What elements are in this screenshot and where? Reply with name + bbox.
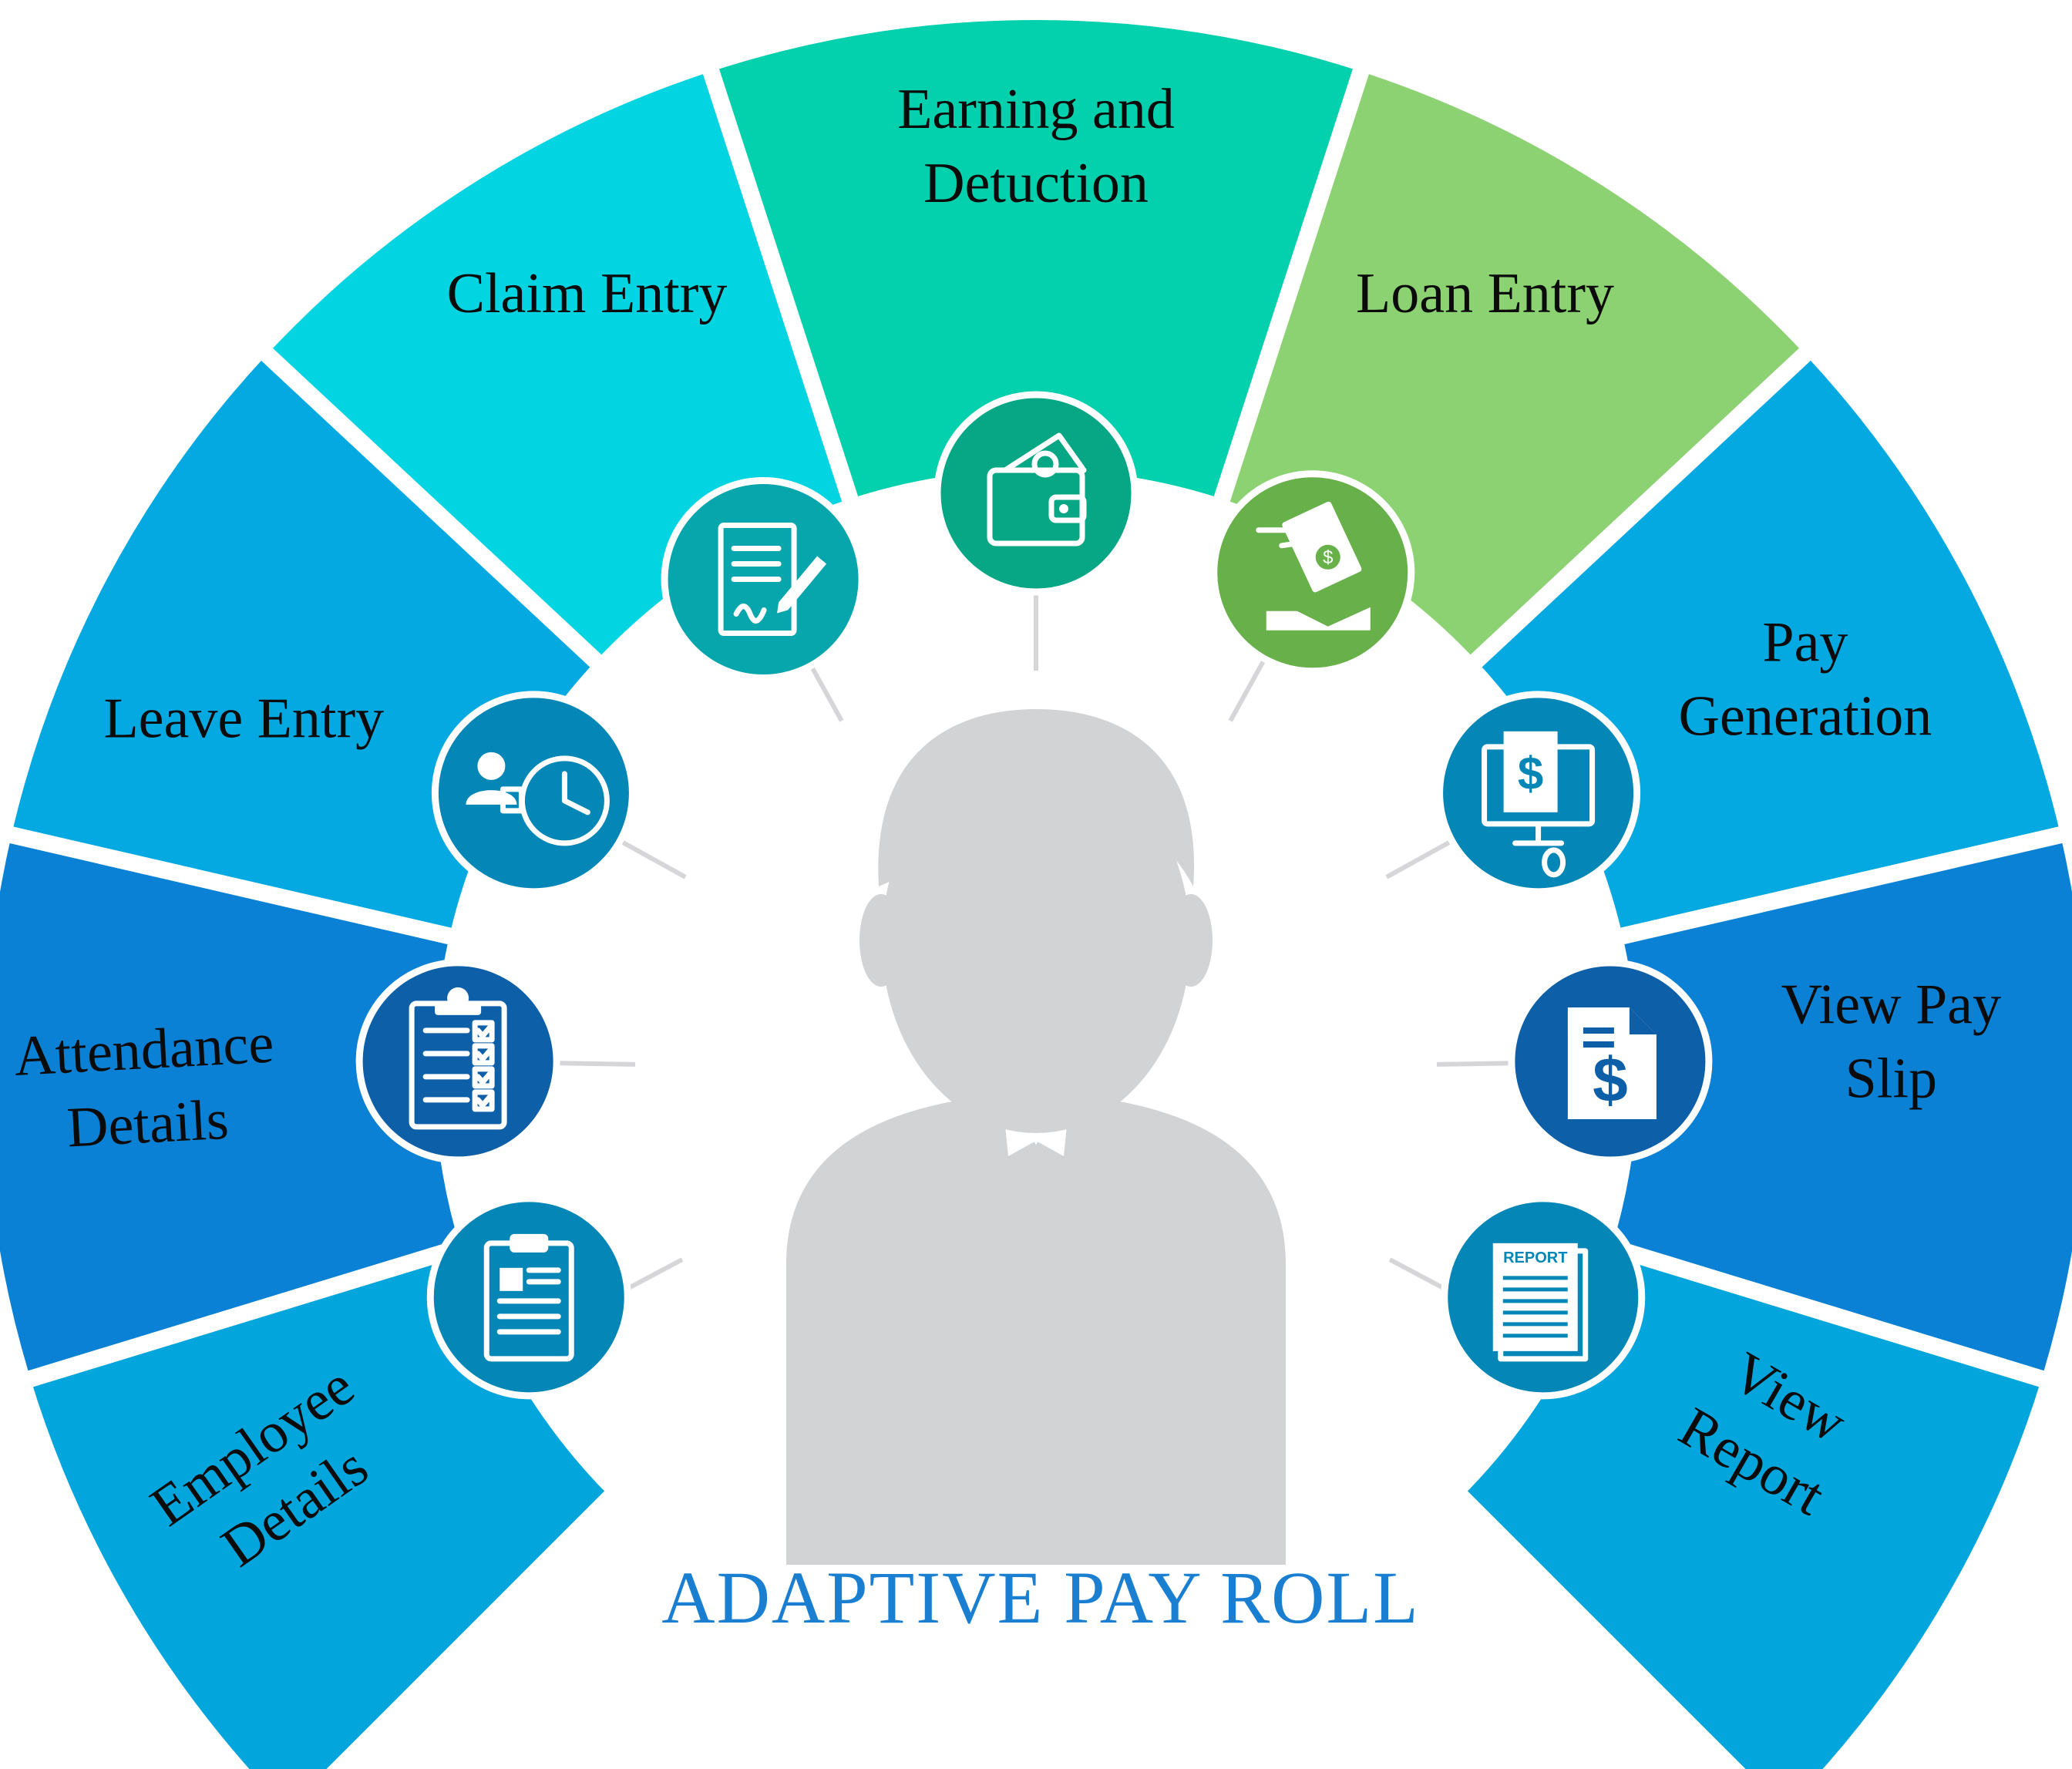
badge-circle xyxy=(426,1195,631,1400)
segment-label-leave-entry: Leave Entry xyxy=(103,687,384,750)
segment-label-line: Detuction xyxy=(923,152,1149,215)
badge-loan-entry[interactable]: $ xyxy=(1210,470,1415,675)
badge-view-report[interactable]: REPORT xyxy=(1441,1195,1646,1400)
document-sign-icon xyxy=(718,523,827,637)
badge-circle xyxy=(431,691,636,896)
segment-label-line: Details xyxy=(66,1088,230,1160)
segment-label-line: Slip xyxy=(1845,1047,1937,1110)
segment-label-line: Attendance xyxy=(12,1011,275,1088)
report-icon: REPORT xyxy=(1492,1243,1589,1362)
segment-label-loan-entry: Loan Entry xyxy=(1356,262,1614,325)
wallet-icon xyxy=(987,432,1087,547)
badge-attendance-details[interactable] xyxy=(355,959,560,1164)
segment-label-line: Pay xyxy=(1762,611,1848,674)
badge-claim-entry[interactable] xyxy=(661,477,866,682)
segment-label-line: Leave Entry xyxy=(103,687,384,750)
badge-circle xyxy=(355,959,560,1164)
segment-label-line: Loan Entry xyxy=(1356,262,1614,325)
svg-text:$: $ xyxy=(1593,1045,1628,1115)
badge-circle xyxy=(933,391,1139,596)
money-hands-icon: $ xyxy=(1256,501,1371,631)
clipboard-icon xyxy=(483,1233,574,1362)
segment-label-line: Generation xyxy=(1679,685,1932,748)
person-icon xyxy=(786,709,1286,1565)
segment-label-line: Claim Entry xyxy=(447,262,728,325)
segment-label-claim-entry: Claim Entry xyxy=(447,262,728,325)
badge-leave-entry[interactable] xyxy=(431,691,636,896)
badge-view-pay-slip[interactable]: $ xyxy=(1508,959,1713,1164)
segment-label-line: Earning and xyxy=(897,78,1175,141)
badges-group: $ $ $ REPORT xyxy=(355,391,1713,1400)
badge-pay-generation[interactable]: $ xyxy=(1436,691,1641,896)
user-clock-icon xyxy=(466,752,610,846)
computer-payslip-icon: $ xyxy=(1482,731,1596,878)
segment-label-line: View Pay xyxy=(1781,973,2001,1036)
badge-employee-details[interactable] xyxy=(426,1195,631,1400)
checklist-icon xyxy=(409,987,507,1130)
dollar-document-icon: $ xyxy=(1567,1007,1657,1119)
badge-earning-deduction[interactable] xyxy=(933,391,1139,596)
svg-text:$: $ xyxy=(1518,748,1543,799)
diagram-title: ADAPTIVE PAY ROLL xyxy=(661,1556,1419,1639)
segment-label-attendance-details: AttendanceDetails xyxy=(12,1011,279,1162)
report-badge-text: REPORT xyxy=(1503,1249,1567,1266)
svg-text:$: $ xyxy=(1323,547,1333,568)
